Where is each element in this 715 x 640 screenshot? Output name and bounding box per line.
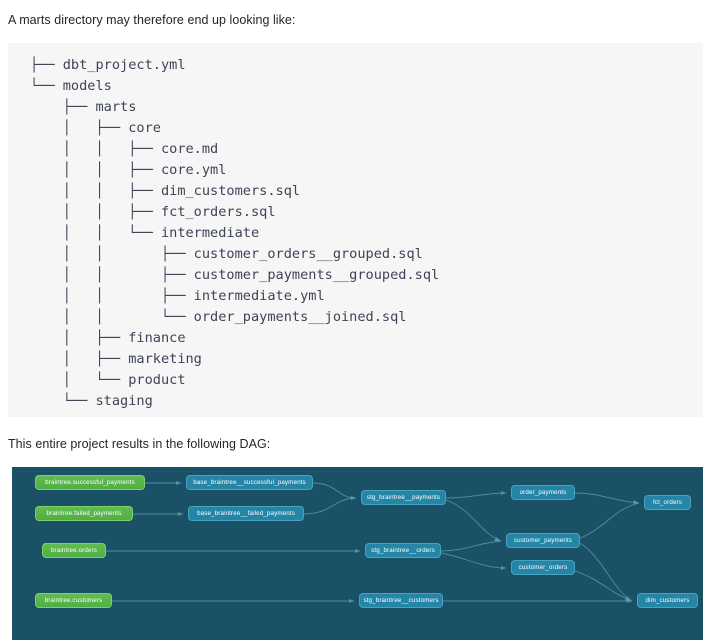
dag-node-label: order_payments <box>519 489 567 496</box>
dag-node-label: customer_orders <box>518 564 568 571</box>
dag-node-order-payments[interactable]: order_payments <box>511 485 575 500</box>
dag-node-dim-customers[interactable]: dim_customers <box>637 593 698 608</box>
dag-node-label: base_braintree__failed_payments <box>197 510 295 517</box>
dag-caption-paragraph: This entire project results in the follo… <box>8 437 271 451</box>
dag-edges <box>106 481 640 603</box>
dag-node-customer-orders[interactable]: customer_orders <box>511 560 575 575</box>
directory-tree-code-block: ├── dbt_project.yml └── models ├── marts… <box>8 43 703 417</box>
dag-canvas: braintree.successful_payments braintree.… <box>12 467 703 640</box>
dag-node-label: braintree.successful_payments <box>45 479 135 486</box>
dag-node-fct-orders[interactable]: fct_orders <box>644 495 691 510</box>
dag-node-stg-braintree-payments[interactable]: stg_braintree__payments <box>361 490 446 505</box>
dag-node-customer-payments[interactable]: customer_payments <box>506 533 580 548</box>
dag-node-label: braintree.failed_payments <box>46 510 122 517</box>
dag-node-braintree-customers[interactable]: braintree.customers <box>35 593 112 608</box>
dag-node-braintree-failed-payments[interactable]: braintree.failed_payments <box>35 506 133 521</box>
intro-paragraph: A marts directory may therefore end up l… <box>8 13 296 27</box>
directory-tree-text: ├── dbt_project.yml └── models ├── marts… <box>30 57 440 409</box>
dag-node-label: braintree.customers <box>44 597 103 604</box>
dag-node-braintree-successful-payments[interactable]: braintree.successful_payments <box>35 475 145 490</box>
dag-node-stg-braintree-customers[interactable]: stg_braintree__customers <box>359 593 443 608</box>
dag-node-base-braintree-successful-payments[interactable]: base_braintree__successful_payments <box>186 475 313 490</box>
dag-node-label: stg_braintree__customers <box>363 597 439 604</box>
dag-node-label: dim_customers <box>645 597 690 604</box>
dag-node-stg-braintree-orders[interactable]: stg_braintree__orders <box>365 543 441 558</box>
dag-diagram: braintree.successful_payments braintree.… <box>12 467 703 640</box>
dag-node-label: stg_braintree__payments <box>366 494 441 501</box>
dag-node-label: base_braintree__successful_payments <box>193 479 306 486</box>
dag-node-braintree-orders[interactable]: braintree.orders <box>42 543 106 558</box>
dag-node-label: stg_braintree__orders <box>371 547 435 554</box>
dag-node-label: braintree.orders <box>50 547 98 554</box>
dag-node-label: fct_orders <box>652 499 682 506</box>
dag-node-base-braintree-failed-payments[interactable]: base_braintree__failed_payments <box>188 506 304 521</box>
dag-node-label: customer_payments <box>513 537 573 544</box>
dag-edge-layer <box>106 481 640 603</box>
